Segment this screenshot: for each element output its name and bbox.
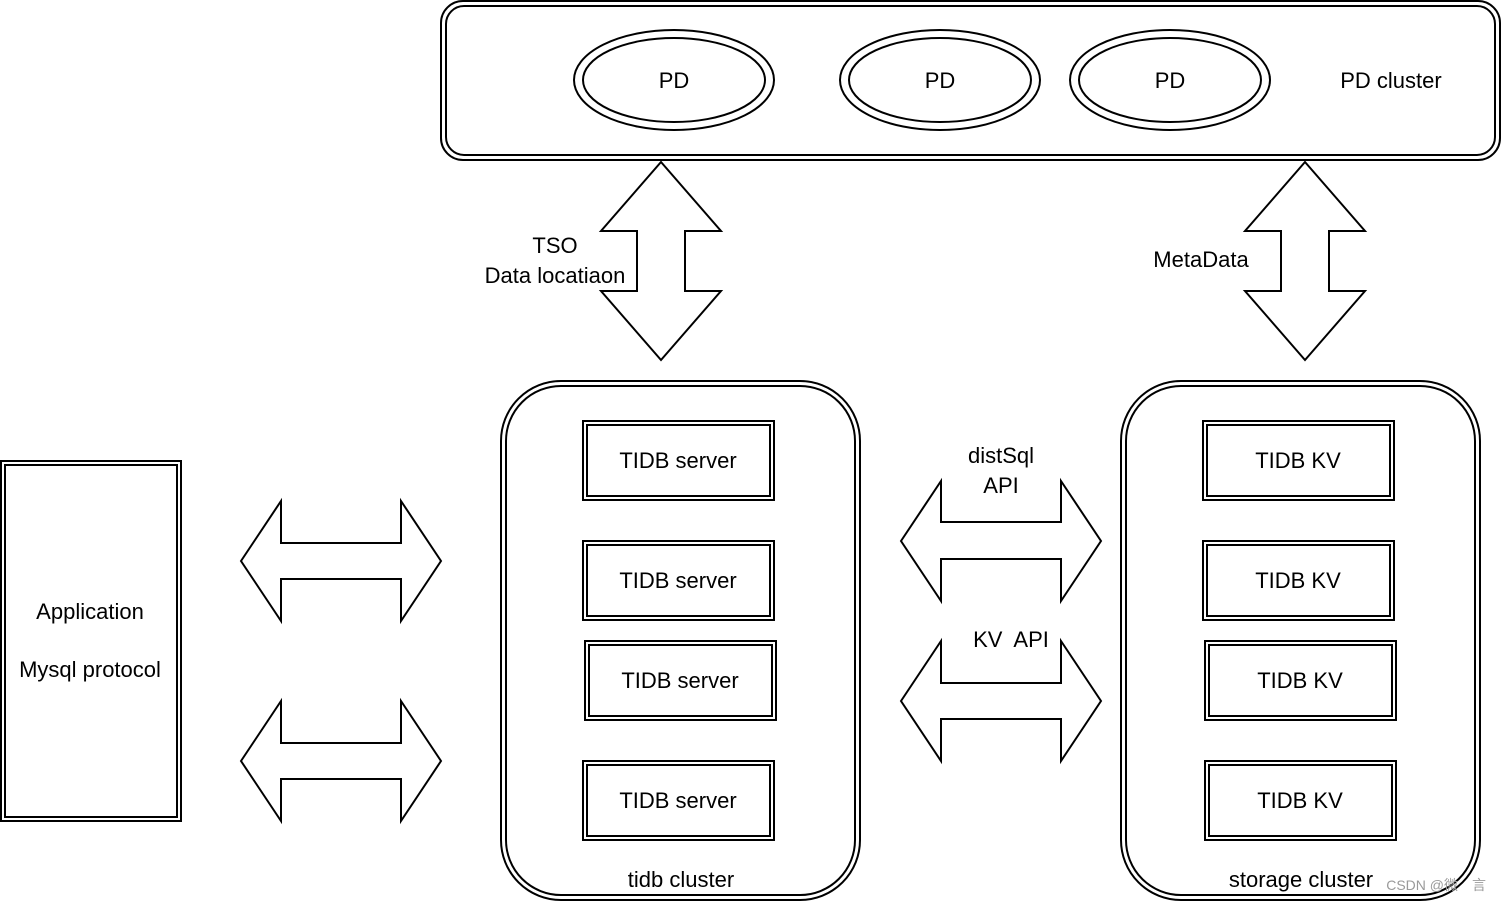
tidb-server-box: TIDB server — [582, 760, 775, 841]
tidb-cluster: TIDB server TIDB server TIDB server TIDB… — [500, 380, 861, 901]
storage-cluster-label: storage cluster — [1229, 867, 1373, 892]
watermark: CSDN @微 言 — [1386, 877, 1486, 893]
distsql-api-arrow — [899, 477, 1103, 605]
application-box: Application Mysql protocol — [0, 460, 182, 822]
pd-cluster-label: PD cluster — [1340, 68, 1441, 93]
metadata-arrow — [1242, 160, 1368, 362]
pd-node-label: PD — [925, 68, 956, 93]
tidb-kv-box: TIDB KV — [1204, 760, 1397, 841]
tidb-server-box: TIDB server — [582, 540, 775, 621]
tidb-kv-box: TIDB KV — [1204, 640, 1397, 721]
mysql-protocol-label: Mysql protocol — [19, 657, 161, 682]
app-tidb-arrow-upper — [239, 497, 443, 625]
storage-cluster: TIDB KV TIDB KV TIDB KV TIDB KV storage … — [1120, 380, 1481, 901]
tidb-server-label: TIDB server — [619, 788, 736, 813]
distsql-api-label: API — [983, 473, 1018, 498]
tidb-server-label: TIDB server — [621, 668, 738, 693]
tidb-server-box: TIDB server — [584, 640, 777, 721]
pd-node: PD — [573, 29, 775, 131]
app-tidb-arrow-lower — [239, 697, 443, 825]
tidb-kv-box: TIDB KV — [1202, 540, 1395, 621]
kv-api-label: KV API — [973, 627, 1049, 652]
kv-api-arrow — [899, 637, 1103, 765]
pd-cluster: PD PD PD PD cluster — [440, 0, 1501, 161]
tso-label: TSO — [532, 233, 577, 258]
tidb-kv-label: TIDB KV — [1255, 448, 1341, 473]
data-location-label: Data locatiaon — [485, 263, 626, 288]
tidb-cluster-label: tidb cluster — [628, 867, 734, 892]
tidb-kv-label: TIDB KV — [1257, 668, 1343, 693]
pd-node-label: PD — [659, 68, 690, 93]
tso-arrow — [598, 160, 724, 362]
distsql-label: distSql — [968, 443, 1034, 468]
pd-node-label: PD — [1155, 68, 1186, 93]
tidb-server-label: TIDB server — [619, 448, 736, 473]
tidb-server-label: TIDB server — [619, 568, 736, 593]
metadata-label: MetaData — [1153, 247, 1249, 272]
tidb-kv-box: TIDB KV — [1202, 420, 1395, 501]
tidb-server-box: TIDB server — [582, 420, 775, 501]
tidb-kv-label: TIDB KV — [1257, 788, 1343, 813]
pd-node: PD — [839, 29, 1041, 131]
pd-cluster-inner-border — [445, 5, 1496, 156]
application-label: Application — [36, 599, 144, 624]
pd-node: PD — [1069, 29, 1271, 131]
tidb-kv-label: TIDB KV — [1255, 568, 1341, 593]
